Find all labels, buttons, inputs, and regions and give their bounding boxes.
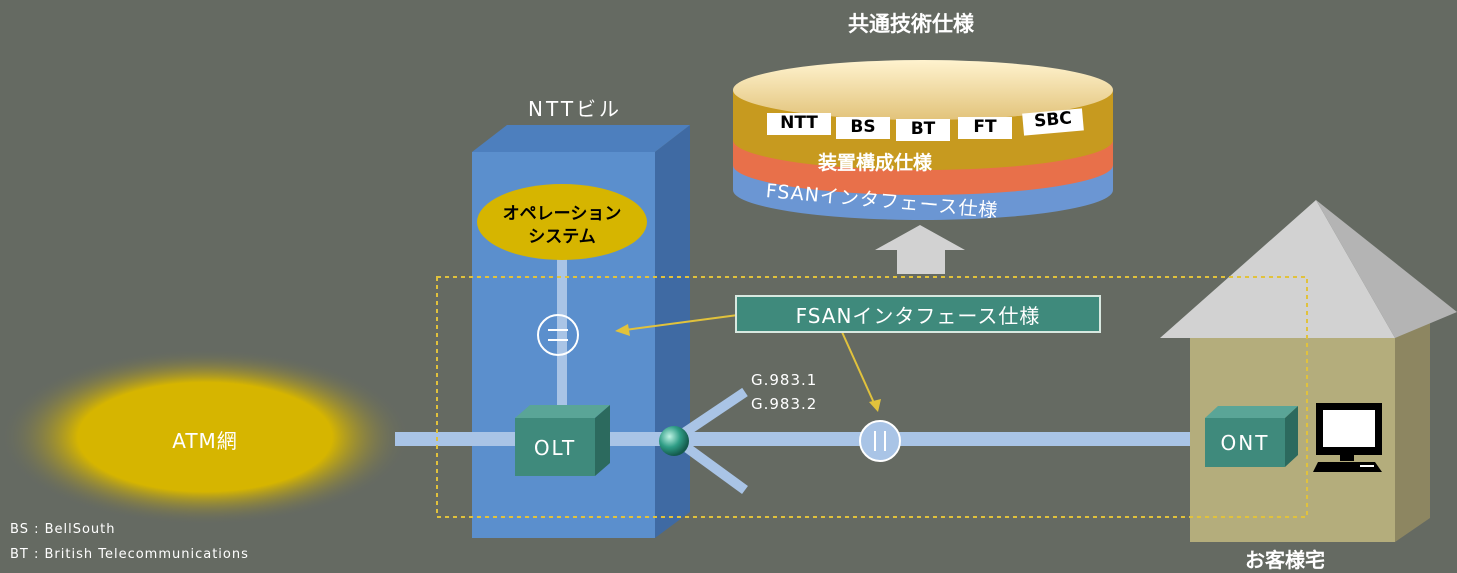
fsan-boundary-dashed xyxy=(436,276,1308,518)
operator-tag-ntt xyxy=(767,113,831,135)
operator-tags xyxy=(767,108,1084,141)
g983-2-label: G.983.2 xyxy=(751,395,818,413)
legend-bs: BS : BellSouth xyxy=(10,522,116,537)
olt-label: OLT xyxy=(533,436,577,460)
ont-label: ONT xyxy=(1220,431,1270,455)
operator-tag-sbc xyxy=(1022,108,1084,136)
device-config-spec-label: 装置構成仕様 xyxy=(818,152,933,174)
operator-label-ft: FT xyxy=(973,117,997,137)
g983-1-label: G.983.1 xyxy=(751,371,818,389)
fiber-atm-olt xyxy=(395,432,520,446)
operator-tag-bt xyxy=(896,119,950,141)
legend-bt: BT : British Telecommunications xyxy=(10,547,249,562)
operator-label-bt: BT xyxy=(910,119,936,139)
common-spec-title: 共通技術仕様 xyxy=(848,12,974,36)
operation-system-ellipse xyxy=(477,184,647,260)
computer-terminal-icon xyxy=(1313,403,1382,472)
fsan-interface-callout-label: FSANインタフェース仕様 xyxy=(795,304,1041,328)
atm-network-label: ATM網 xyxy=(172,429,238,453)
up-arrow xyxy=(875,225,965,274)
fsan-callout-box xyxy=(735,295,1101,333)
ntt-building-label: NTTビル xyxy=(528,97,623,121)
fiber-olt-splitter xyxy=(605,432,675,446)
ont-box xyxy=(1205,406,1298,467)
callout-arrow-left xyxy=(615,314,739,336)
interface-symbol-fiber xyxy=(859,420,901,462)
operation-system-label-line2: システム xyxy=(528,227,596,247)
atm-network-cloud xyxy=(0,349,410,525)
customer-home-label: お客様宅 xyxy=(1245,548,1325,572)
operator-tag-bs xyxy=(836,117,890,139)
splitter-ball xyxy=(659,426,689,456)
operation-system-label-line1: オペレーション xyxy=(502,204,622,224)
fiber-splitter-ont xyxy=(675,432,1205,446)
operator-label-ntt: NTT xyxy=(780,113,818,133)
operator-tag-ft xyxy=(958,117,1012,139)
callout-arrow-down xyxy=(841,331,881,412)
interface-symbol-os xyxy=(537,314,579,356)
olt-box xyxy=(515,405,610,476)
fiber-branch-upper xyxy=(672,387,748,444)
operator-label-bs: BS xyxy=(850,117,876,137)
customer-house xyxy=(1160,200,1457,542)
